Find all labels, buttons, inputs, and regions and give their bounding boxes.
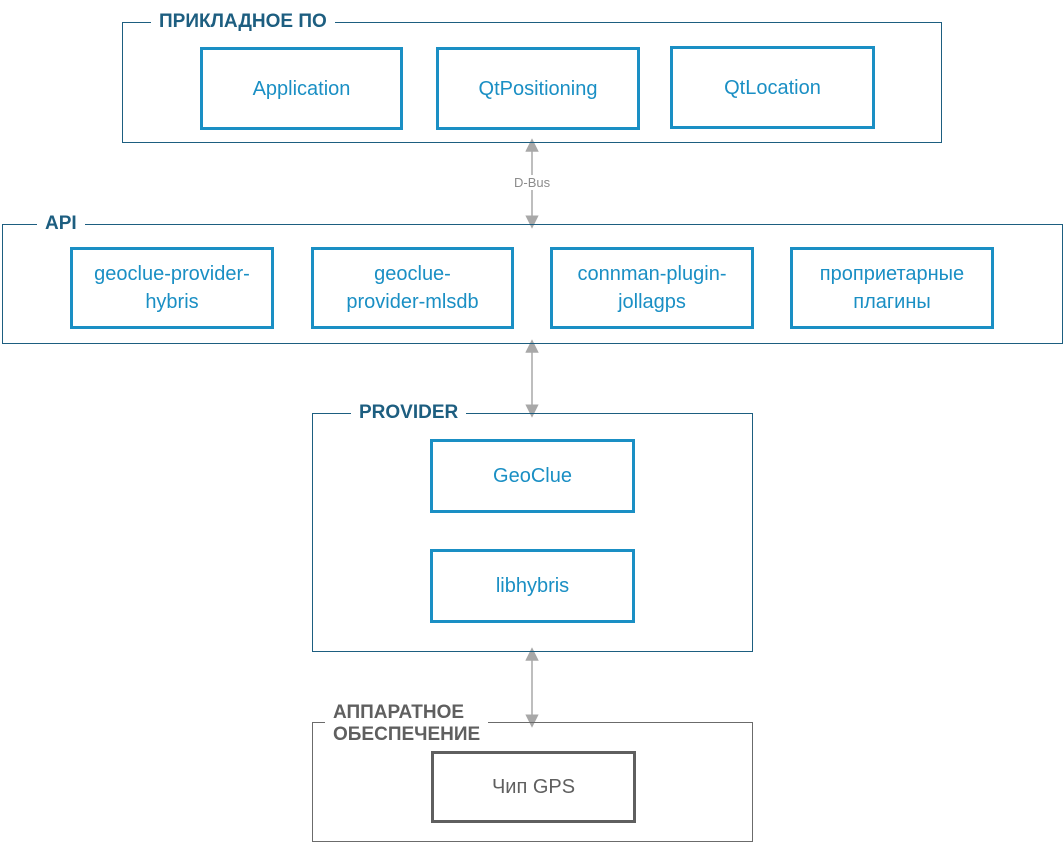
geoclue-node: GeoClue	[430, 439, 635, 513]
proprietary-plugins-node: проприетарные плагины	[790, 247, 994, 329]
geoclue-provider-mlsdb-node: geoclue- provider-mlsdb	[311, 247, 514, 329]
geoclue-provider-hybris-node: geoclue-provider- hybris	[70, 247, 274, 329]
gps-chip-node: Чип GPS	[431, 751, 636, 823]
application-software-title: ПРИКЛАДНОЕ ПО	[151, 11, 335, 33]
provider-title: PROVIDER	[351, 402, 467, 424]
hardware-group: АППАРАТНОЕ ОБЕСПЕЧЕНИЕ	[312, 702, 753, 842]
hardware-title: АППАРАТНОЕ ОБЕСПЕЧЕНИЕ	[325, 702, 489, 746]
connman-plugin-jollagps-node: connman-plugin- jollagps	[550, 247, 754, 329]
application-software-group: ПРИКЛАДНОЕ ПО	[122, 11, 942, 143]
api-group: API	[2, 213, 1063, 344]
qtpositioning-node: QtPositioning	[436, 47, 640, 130]
provider-group: PROVIDER	[312, 402, 753, 652]
api-title: API	[37, 213, 85, 235]
application-node: Application	[200, 47, 403, 130]
dbus-label: D-Bus	[512, 175, 553, 190]
qtlocation-node: QtLocation	[670, 46, 875, 129]
libhybris-node: libhybris	[430, 549, 635, 623]
